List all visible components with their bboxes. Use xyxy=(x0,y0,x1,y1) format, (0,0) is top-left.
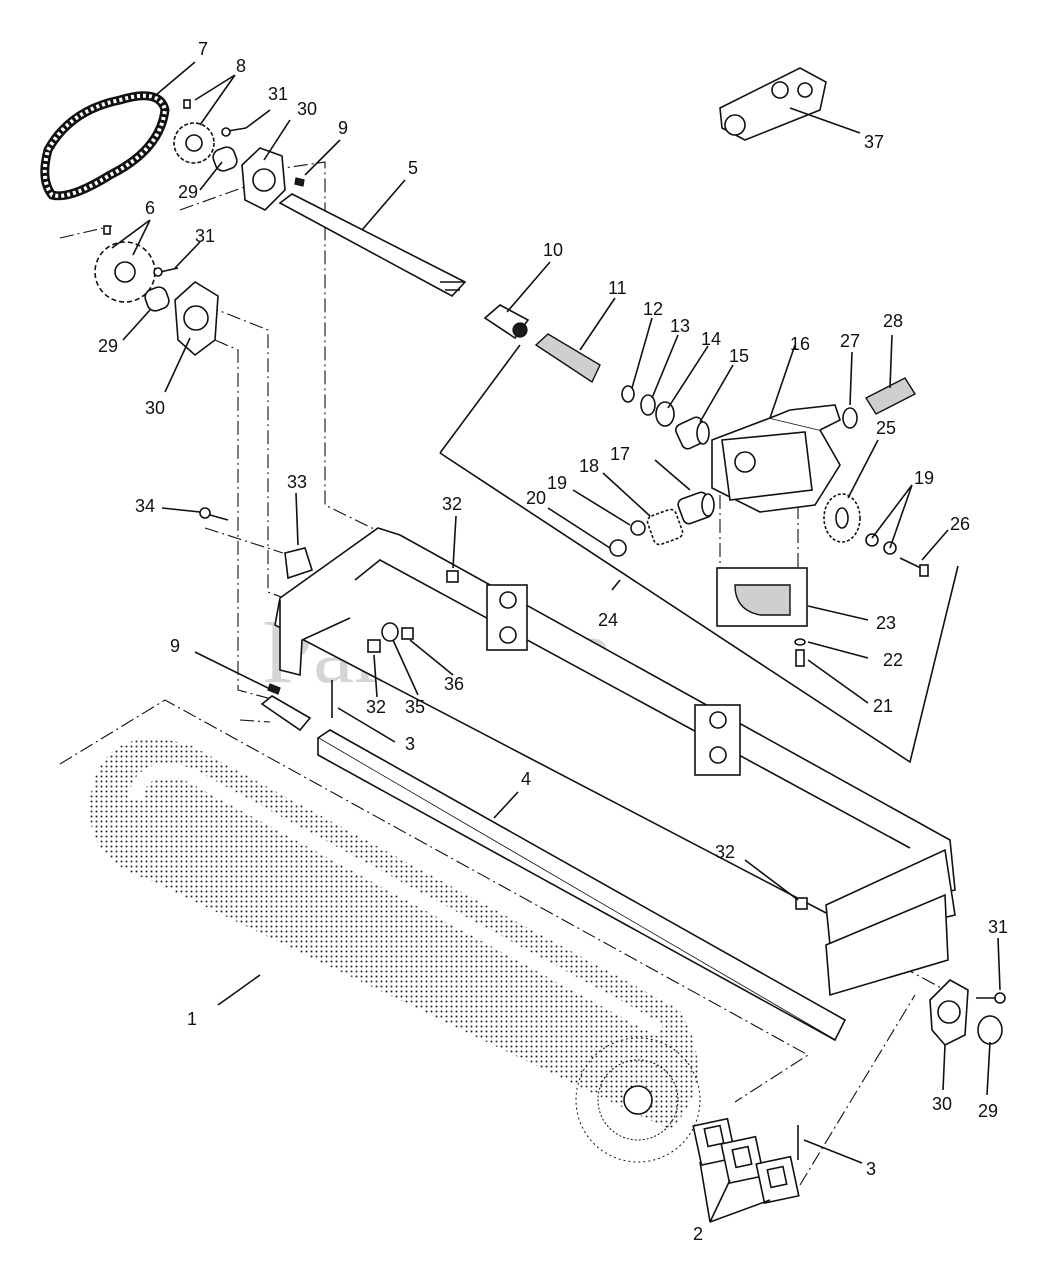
ring-12 xyxy=(621,385,635,403)
callout-32-right: 32 xyxy=(715,842,735,862)
assembly-lines xyxy=(59,161,946,1186)
nut-36 xyxy=(401,627,414,640)
callout-23: 23 xyxy=(876,613,896,633)
callout-22: 22 xyxy=(883,650,903,670)
ring-14 xyxy=(655,401,675,427)
lower-shaft xyxy=(260,695,312,732)
callout-29-right: 29 xyxy=(978,1101,998,1121)
callout-29-left: 29 xyxy=(98,336,118,356)
bolt-26 xyxy=(899,557,929,577)
key-lower xyxy=(267,683,281,695)
bearing-set-upper xyxy=(212,127,286,211)
callout-30-top: 30 xyxy=(297,99,317,119)
callout-13: 13 xyxy=(670,316,690,336)
callout-5: 5 xyxy=(408,158,418,178)
nut-32-mid xyxy=(367,639,381,653)
callout-19-right: 19 xyxy=(914,468,934,488)
nut-32-right xyxy=(795,897,808,910)
drive-chain xyxy=(40,91,170,201)
callout-30-left: 30 xyxy=(145,398,165,418)
bearing-15 xyxy=(674,416,710,450)
callout-8: 8 xyxy=(236,56,246,76)
callout-21: 21 xyxy=(873,696,893,716)
callout-31-right: 31 xyxy=(988,917,1008,937)
callout-24: 24 xyxy=(598,610,618,630)
callout-20: 20 xyxy=(526,488,546,508)
large-sprocket xyxy=(94,225,156,303)
callout-30-right: 30 xyxy=(932,1094,952,1114)
block-33 xyxy=(284,547,314,580)
gear-17 xyxy=(677,491,715,525)
bolt-34 xyxy=(199,507,229,521)
callout-9-top: 9 xyxy=(338,118,348,138)
callout-4: 4 xyxy=(521,769,531,789)
callout-36: 36 xyxy=(444,674,464,694)
callout-31-top: 31 xyxy=(268,84,288,104)
frame-assembly xyxy=(274,527,956,1042)
callout-14: 14 xyxy=(701,329,721,349)
callout-3-right: 3 xyxy=(866,1159,876,1179)
callout-6: 6 xyxy=(145,198,155,218)
callout-17: 17 xyxy=(610,444,630,464)
nut-20 xyxy=(609,539,627,557)
callout-32-mid: 32 xyxy=(366,697,386,717)
sweeper-brush xyxy=(89,739,701,1163)
key-upper xyxy=(294,177,305,187)
callout-3-left: 3 xyxy=(405,734,415,754)
callout-37: 37 xyxy=(864,132,884,152)
stub-shaft-28 xyxy=(865,377,916,415)
ring-13 xyxy=(640,394,656,416)
leader-lines xyxy=(111,61,1001,1223)
bearing-set-right xyxy=(929,979,1006,1046)
callout-10: 10 xyxy=(543,240,563,260)
callout-26: 26 xyxy=(950,514,970,534)
callout-27: 27 xyxy=(840,331,860,351)
ring-27 xyxy=(842,407,858,429)
callouts: 7 8 31 30 9 29 5 6 31 29 30 10 11 12 13 … xyxy=(98,39,1008,1244)
callout-25: 25 xyxy=(876,418,896,438)
callout-32-top: 32 xyxy=(442,494,462,514)
callout-2: 2 xyxy=(693,1224,703,1244)
washer-19-left xyxy=(630,520,646,536)
callout-33: 33 xyxy=(287,472,307,492)
callout-28: 28 xyxy=(883,311,903,331)
small-sprocket xyxy=(173,99,215,164)
callout-19-left: 19 xyxy=(547,473,567,493)
splined-shaft xyxy=(534,333,601,384)
callout-31-left: 31 xyxy=(195,226,215,246)
washer-35 xyxy=(381,622,399,642)
callout-12: 12 xyxy=(643,299,663,319)
coupler xyxy=(483,304,530,340)
nut-32-top xyxy=(446,570,459,583)
main-shaft xyxy=(278,193,467,297)
callout-9-lower: 9 xyxy=(170,636,180,656)
bolt-21 xyxy=(795,649,805,667)
universal-joint xyxy=(719,67,827,141)
callout-18: 18 xyxy=(579,456,599,476)
bearing-set-left xyxy=(144,267,219,357)
cover-plate xyxy=(716,567,808,627)
group-24-bracket xyxy=(439,344,959,764)
bevel-gear xyxy=(823,493,861,543)
callout-15: 15 xyxy=(729,346,749,366)
gearbox-housing xyxy=(711,404,841,513)
pinion-18 xyxy=(646,508,684,546)
callout-35: 35 xyxy=(405,697,425,717)
callout-7: 7 xyxy=(198,39,208,59)
lock-washer-22 xyxy=(794,638,806,646)
callout-34: 34 xyxy=(135,496,155,516)
callout-16: 16 xyxy=(790,334,810,354)
washer-19-right-a xyxy=(865,533,879,547)
callout-29-top: 29 xyxy=(178,182,198,202)
mounting-plates xyxy=(692,1117,800,1205)
callout-1: 1 xyxy=(187,1009,197,1029)
callout-11: 11 xyxy=(608,278,627,298)
